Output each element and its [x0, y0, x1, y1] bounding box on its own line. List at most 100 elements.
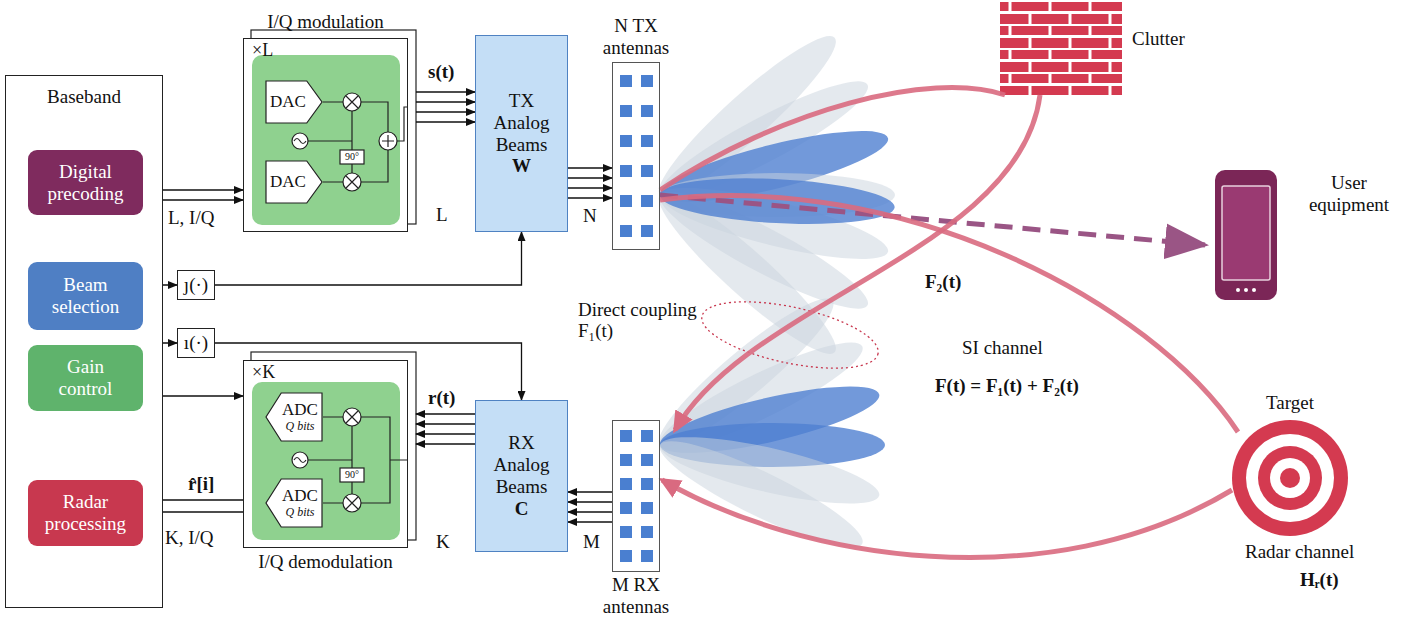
text-area: [1215, 170, 1277, 300]
node-heading: M RX antennas: [596, 574, 676, 618]
connector-line: [416, 413, 475, 414]
mapping-box: ȷ(·): [177, 270, 215, 300]
box-label: ADC: [282, 400, 318, 420]
rect-shape: [243, 38, 408, 232]
connector-line: [416, 423, 475, 424]
target-icon: [1232, 420, 1348, 536]
circle-shape: [1246, 434, 1334, 522]
mapping-box: ı(·): [177, 328, 215, 358]
node-heading: N TX antennas: [596, 15, 676, 59]
rect-shape: [252, 55, 400, 225]
signal-label: r(t): [428, 388, 455, 409]
circle-shape: [1258, 446, 1322, 510]
box-label: Beam selection: [40, 274, 132, 318]
connector-line: [215, 232, 522, 285]
path-shape: [382, 135, 394, 147]
annotation: K: [436, 532, 450, 553]
circle-shape: [343, 173, 361, 191]
circle-shape: [379, 132, 397, 150]
annotation: F₂(t): [925, 272, 961, 293]
connector: [660, 196, 1238, 432]
text-area: DAC: [265, 80, 323, 124]
box-label: DAC: [270, 172, 306, 192]
text-area: [1232, 420, 1348, 536]
text-area: DAC: [265, 160, 323, 204]
connector-line: [416, 433, 475, 434]
antenna-element: [641, 75, 653, 87]
converter-shape: [266, 393, 322, 441]
box-label: Radar processing: [40, 491, 132, 535]
path-shape: [346, 497, 358, 509]
connector-line: [416, 121, 475, 122]
text-area: [1000, 0, 1122, 95]
text-area: [244, 361, 407, 547]
circle-shape: [1236, 288, 1240, 292]
connector-line: [568, 521, 612, 522]
antenna-element: [641, 225, 653, 237]
phone-icon: [1215, 170, 1277, 300]
signal-label: L, I/Q: [168, 208, 214, 229]
box-label: Digital precoding: [40, 161, 132, 205]
box-label: ȷ(·): [184, 274, 208, 296]
antenna-element: [641, 105, 653, 117]
connector-line: [662, 480, 1232, 557]
process-box: Beam selection: [28, 262, 143, 330]
iq-modulator-drawing: [243, 30, 416, 232]
antenna-element: [620, 135, 632, 147]
process-box: Digital precoding: [28, 150, 143, 215]
antenna-element: [641, 478, 653, 490]
node-heading: I/Q demodulation: [258, 551, 393, 573]
circle-shape: [1244, 288, 1248, 292]
antenna-element: [620, 75, 632, 87]
box-label: Q bits: [285, 420, 314, 434]
path-shape: [346, 96, 358, 108]
signal-label: N: [583, 206, 597, 227]
connector-line: [416, 111, 475, 112]
antenna-array: M RX antennas: [612, 420, 660, 572]
annotation: Direct coupling F₁(t): [578, 300, 703, 342]
adc-block: ADCQ bits: [265, 392, 323, 442]
antenna-element: [620, 195, 632, 207]
phase-shift-label: 90°: [340, 468, 364, 482]
process-box: Gain control: [28, 345, 143, 411]
antenna-element: [641, 165, 653, 177]
connector-line: [568, 511, 612, 512]
rect-shape: [340, 150, 364, 164]
connector: [416, 92, 475, 122]
path-shape: [346, 411, 358, 423]
node-heading: Target: [1266, 392, 1314, 414]
circle-shape: [343, 93, 361, 111]
circle-shape: [292, 452, 308, 468]
path-shape: [294, 139, 306, 144]
beam-lobe: [659, 173, 896, 229]
annotation: Hᵣ(t): [1300, 570, 1339, 591]
antenna-element: [641, 526, 653, 538]
text-area: RX Analog BeamsC: [476, 401, 567, 551]
path-shape: [308, 417, 408, 503]
radar-target: Target: [1232, 420, 1348, 536]
text-area: [613, 63, 659, 249]
user-equipment: User equipment: [1215, 170, 1277, 300]
rect-shape: [1222, 186, 1270, 280]
connector: [416, 414, 475, 444]
antenna-element: [620, 105, 632, 117]
rect-shape: [1215, 170, 1277, 300]
antenna-element: [620, 454, 632, 466]
connector: [215, 232, 522, 285]
coupling-region: [696, 289, 884, 381]
connector-line: [568, 197, 612, 198]
circle-shape: [343, 408, 361, 426]
text-area: Gain control: [28, 345, 143, 411]
connector-line: [568, 167, 612, 168]
adc-block: ADCQ bits: [265, 478, 323, 528]
antenna-array: N TX antennas: [612, 62, 660, 250]
box-label: Baseband: [47, 86, 121, 108]
annotation: SI channel: [962, 338, 1043, 359]
signal-label: s(t): [428, 62, 454, 83]
converter-shape: [266, 81, 322, 123]
text-area: ADCQ bits: [265, 392, 323, 442]
box-label: Q bits: [285, 506, 314, 520]
dac-block: DAC: [265, 160, 323, 204]
circle-shape: [1280, 468, 1300, 488]
